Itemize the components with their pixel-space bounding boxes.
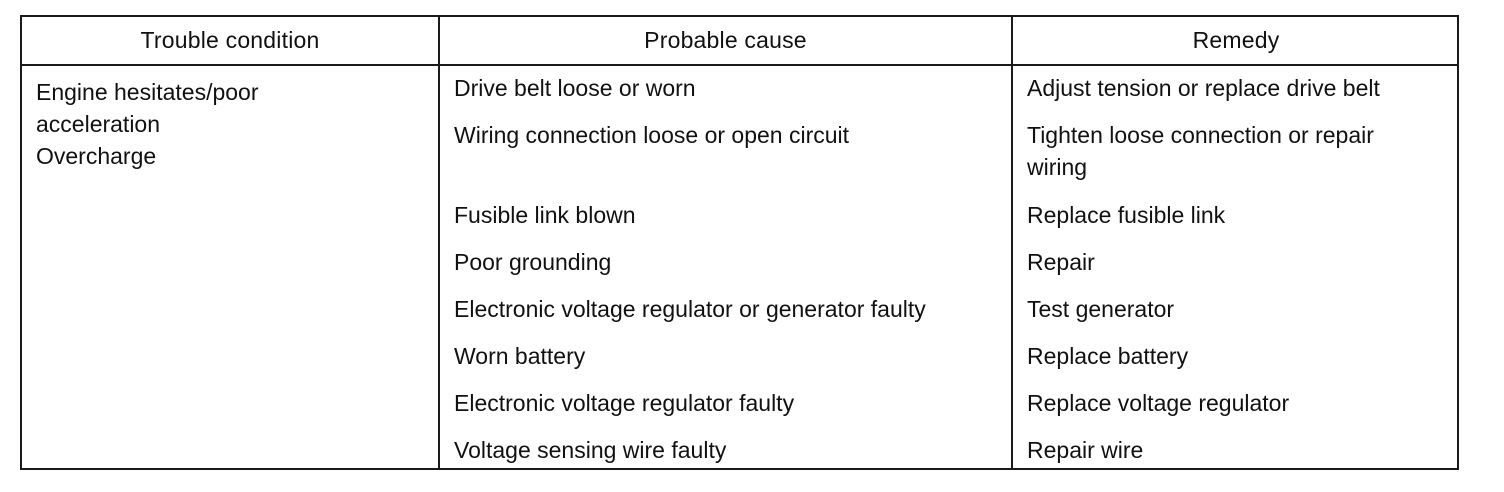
table-header-row: Trouble condition Probable cause Remedy bbox=[22, 17, 1457, 66]
cause-cell: Drive belt loose or worn bbox=[454, 75, 696, 101]
column-divider-1 bbox=[438, 17, 440, 468]
remedy-cell: Replace voltage regulator bbox=[1027, 390, 1290, 416]
remedy-cell: Repair wire bbox=[1027, 437, 1144, 463]
troubleshooting-table: Trouble condition Probable cause Remedy … bbox=[20, 15, 1459, 470]
cause-cell: Fusible link blown bbox=[454, 202, 636, 228]
cause-cell: Voltage sensing wire faulty bbox=[454, 437, 727, 463]
header-remedy: Remedy bbox=[1192, 27, 1280, 53]
cause-cell: Worn battery bbox=[454, 343, 586, 369]
remedy-cell: Adjust tension or replace drive belt bbox=[1027, 75, 1380, 101]
remedy-cell: Test generator bbox=[1027, 296, 1175, 322]
condition-line: Overcharge bbox=[36, 143, 157, 169]
header-trouble-condition: Trouble condition bbox=[140, 27, 320, 53]
condition-line: acceleration bbox=[36, 111, 161, 137]
column-divider-2 bbox=[1011, 17, 1013, 468]
cause-cell: Electronic voltage regulator faulty bbox=[454, 390, 795, 416]
remedy-cell: Replace fusible link bbox=[1027, 202, 1226, 228]
remedy-cell: Repair bbox=[1027, 249, 1095, 275]
remedy-cell: Replace battery bbox=[1027, 343, 1189, 369]
condition-line: Engine hesitates/poor bbox=[36, 79, 259, 105]
trouble-condition-cell: Engine hesitates/poor acceleration Overc… bbox=[36, 76, 426, 172]
header-probable-cause: Probable cause bbox=[644, 27, 807, 53]
cause-cell: Poor grounding bbox=[454, 249, 612, 275]
remedy-cell: Tighten loose connection or repair wirin… bbox=[1027, 122, 1374, 180]
cause-cell: Wiring connection loose or open circuit bbox=[454, 122, 850, 148]
cause-cell: Electronic voltage regulator or generato… bbox=[454, 296, 926, 322]
table-body: Engine hesitates/poor acceleration Overc… bbox=[22, 66, 1457, 468]
